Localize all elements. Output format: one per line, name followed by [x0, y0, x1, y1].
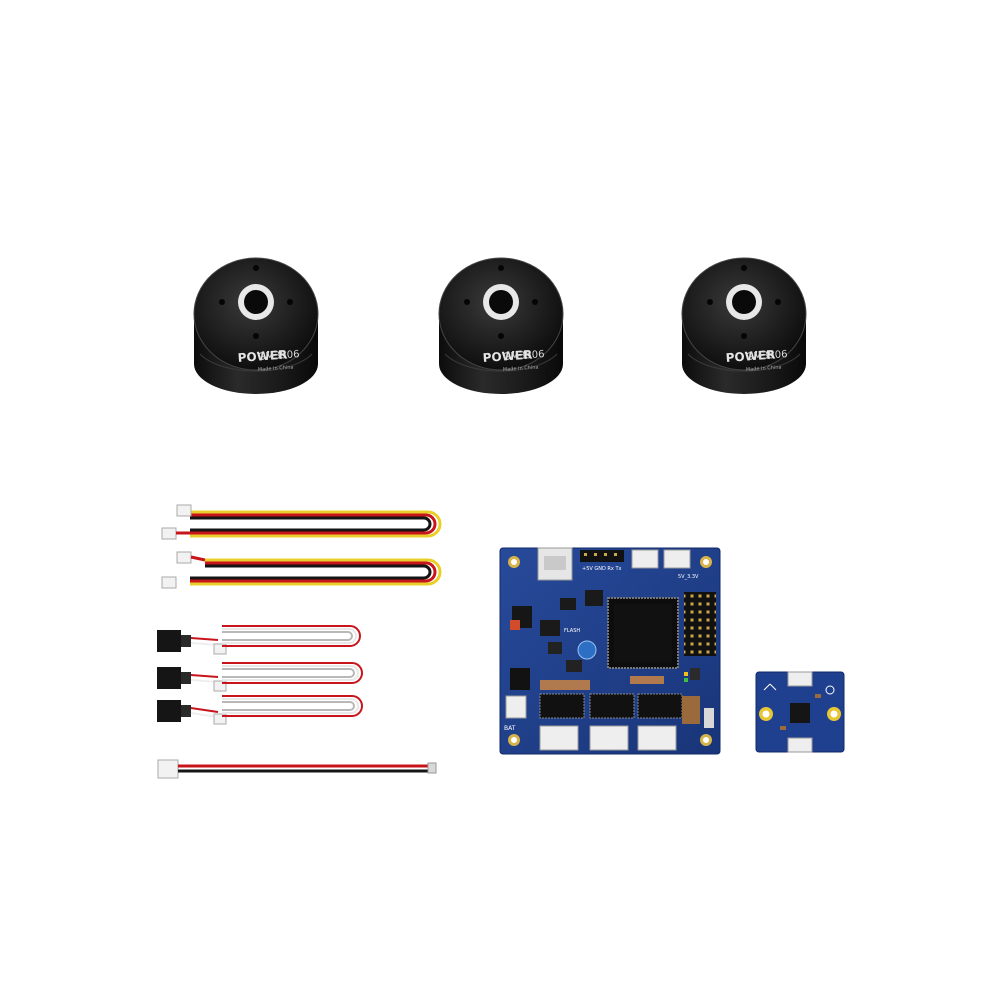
motor-connector [637, 725, 677, 751]
connector [176, 504, 192, 517]
motor-connector [589, 725, 629, 751]
motor-fine-print: Made in China [503, 365, 539, 373]
uart-label: +5V GND Rx Tx [582, 566, 622, 572]
connector [631, 549, 659, 569]
connector [161, 576, 177, 589]
potentiometer [577, 640, 597, 660]
uart-header [580, 550, 624, 562]
motor-brand: POWER [725, 348, 776, 365]
motor-cable-2 [161, 551, 442, 589]
connector [213, 643, 227, 655]
driver-chip [637, 693, 683, 719]
connector [176, 551, 192, 564]
motor-fine-print: Made in China [746, 365, 782, 373]
power-lead [157, 759, 437, 779]
motor-model: GM3506 [745, 349, 787, 363]
motor-model: GM3506 [257, 349, 299, 363]
imu-sensor-board [755, 671, 845, 753]
gimbal-controller-board: +5V GND Rx Tx 5V_3.3V FLASH [499, 547, 721, 755]
side-label: 5V_3.3V [678, 574, 699, 580]
motor-fine-print: Made in China [258, 365, 294, 373]
motor-cable-1 [161, 504, 442, 540]
axis-arrow-icon [763, 683, 777, 691]
imu-chip [790, 703, 810, 723]
motor-1: POWER GM3506 Made in China [193, 257, 319, 394]
pin-header [684, 592, 716, 656]
connector [213, 680, 227, 692]
motor-brand: POWER [237, 348, 288, 365]
servo-cable-1 [157, 625, 361, 655]
connector [787, 671, 813, 687]
driver-chip [539, 693, 585, 719]
flash-label: FLASH [564, 628, 580, 634]
connector [157, 759, 179, 779]
connector [663, 549, 691, 569]
motor-connector [539, 725, 579, 751]
bat-label: BAT [504, 725, 516, 732]
connector [213, 713, 227, 725]
servo-cable-3 [157, 695, 363, 725]
connector [161, 527, 177, 540]
battery-connector [505, 695, 527, 719]
servo-plug [157, 667, 181, 689]
motor-model: GM3506 [502, 349, 544, 363]
servo-plug [157, 630, 181, 652]
servo-plug [157, 700, 181, 722]
rotation-icon [825, 685, 835, 695]
motor-2: POWER GM3506 Made in China [438, 257, 564, 394]
motor-3: POWER GM3506 Made in China [681, 257, 807, 394]
driver-chip [589, 693, 635, 719]
motor-brand: POWER [482, 348, 533, 365]
servo-cable-2 [157, 662, 363, 692]
connector [787, 737, 813, 753]
